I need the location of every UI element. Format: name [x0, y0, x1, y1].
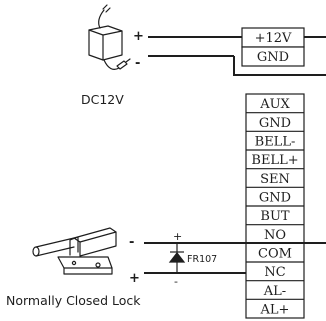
- terminal-label: NC: [264, 265, 285, 280]
- lock-icon: [32, 227, 117, 275]
- terminal-label: GND: [257, 50, 289, 65]
- lock-wires: [144, 242, 326, 274]
- lock-plus-sign: +: [129, 271, 140, 286]
- lock-minus-sign: -: [129, 235, 134, 250]
- terminal-label: COM: [258, 247, 292, 262]
- power-terminal-block: +12V GND: [241, 27, 305, 67]
- terminal-label: GND: [259, 116, 291, 131]
- terminal-label: GND: [259, 191, 291, 206]
- terminal-box: [241, 46, 305, 67]
- diode-plus-sign: +: [173, 230, 182, 243]
- diode-symbol: [168, 243, 186, 273]
- diode-label: FR107: [187, 254, 217, 265]
- diode-minus-sign: -: [174, 275, 178, 288]
- power-adapter-icon: [88, 4, 131, 70]
- terminal-label: +12V: [255, 31, 292, 46]
- wire-gnd-link: [233, 56, 326, 76]
- terminal-label: AL+: [260, 303, 290, 318]
- terminal-label: BELL-: [255, 135, 296, 150]
- diode-triangle: [168, 252, 186, 263]
- power-plus-sign: +: [133, 29, 144, 44]
- power-minus-sign: -: [135, 56, 140, 71]
- power-supply-label: DC12V: [81, 92, 124, 107]
- terminal-label: BUT: [260, 209, 290, 224]
- controller-terminal-block: AUX GND BELL- BELL+ SEN GND BUT NO COM NC AL- AL+: [245, 93, 305, 319]
- terminal-label: NO: [264, 228, 286, 243]
- terminal-label: AL-: [263, 284, 286, 299]
- terminal-label: AUX: [259, 97, 290, 112]
- terminal-label: SEN: [260, 172, 290, 187]
- terminal-label: BELL+: [251, 153, 298, 168]
- lock-label: Normally Closed Lock: [6, 293, 141, 308]
